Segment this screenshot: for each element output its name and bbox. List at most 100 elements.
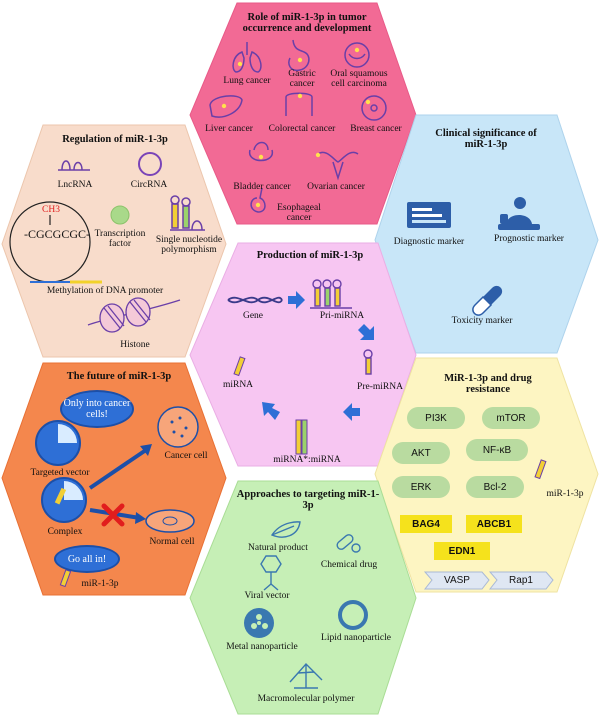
polymer-icon xyxy=(289,662,323,689)
drug-mirna-icon xyxy=(534,459,547,480)
toxicity-marker-icon xyxy=(472,285,503,316)
label-sequence: -CGCGCGC- xyxy=(24,227,91,241)
natural-product-icon xyxy=(270,521,301,538)
label-liver-cancer: Liver cancer xyxy=(205,124,253,134)
label-lung-cancer: Lung cancer xyxy=(223,76,271,86)
viral-vector-icon xyxy=(260,555,282,591)
pre-mirna-icon xyxy=(363,349,373,375)
label-methylation: Methylation of DNA promoter xyxy=(46,286,164,296)
label-lncrna: LncRNA xyxy=(57,180,93,190)
label-mirna: miRNA xyxy=(222,380,254,390)
regulation-title: Regulation of miR-1-3p xyxy=(62,134,168,145)
breast-icon xyxy=(361,95,387,121)
arrow-head-normal xyxy=(135,512,146,524)
label-transcription-factor: Transcription factor xyxy=(94,229,146,249)
diagnostic-marker-icon xyxy=(407,202,451,228)
production-title: Production of miR-1-3p xyxy=(256,250,364,261)
circrna-icon xyxy=(138,152,162,176)
mouth-icon xyxy=(344,42,370,68)
label-normal-cell: Normal cell xyxy=(149,537,195,547)
label-esophageal-cancer: Esophageal cancer xyxy=(277,203,321,223)
tumor-title: Role of miR-1-3p in tumor occurrence and… xyxy=(242,12,372,35)
transcription-factor-icon xyxy=(110,205,130,225)
label-ovarian-cancer: Ovarian cancer xyxy=(307,182,365,192)
liver-icon xyxy=(209,95,243,118)
label-future-mirna: miR-1-3p xyxy=(81,579,119,589)
vasp-arrow-shape xyxy=(423,571,490,590)
label-breast-cancer: Breast cancer xyxy=(350,124,402,134)
clinical-hexagon xyxy=(374,114,599,354)
metal-nanoparticle-icon xyxy=(244,608,274,638)
bubble-only-cancer: Only into cancer cells! xyxy=(60,390,134,428)
lncrna-icon xyxy=(58,160,90,171)
pill-pi3k: PI3K xyxy=(407,407,465,429)
pill-nfkb: NF-κB xyxy=(466,439,528,461)
tag-rap1: Rap1 xyxy=(509,575,533,586)
pill-bcl2: Bcl-2 xyxy=(466,476,524,498)
mature-mirna-icon xyxy=(233,356,246,377)
label-duplex: miRNA*:miRNA xyxy=(273,455,341,465)
pill-erk: ERK xyxy=(392,476,450,498)
tag-bag4: BAG4 xyxy=(400,515,452,533)
prognostic-marker-icon xyxy=(498,197,540,230)
pill-akt: AKT xyxy=(392,442,450,464)
normal-cell-icon xyxy=(145,509,195,533)
arrow-duplex-to-mirna xyxy=(262,402,280,420)
targeting-hexagon xyxy=(189,480,417,715)
pill-mtor: mTOR xyxy=(482,407,540,429)
label-toxicity-marker: Toxicity marker xyxy=(451,316,513,326)
label-bladder-cancer: Bladder cancer xyxy=(233,182,291,192)
label-metal-nanoparticle: Metal nanoparticle xyxy=(226,642,298,652)
arrow-gene-to-pri xyxy=(288,291,305,309)
arrow-head-cancer xyxy=(140,444,152,456)
dna-loop-icon xyxy=(9,201,102,284)
lipid-nanoparticle-icon xyxy=(338,600,368,630)
label-oral-cancer: Oral squamous cell carcinoma xyxy=(330,69,388,89)
label-ch3: CH3 xyxy=(42,205,60,215)
bladder-icon xyxy=(249,141,273,162)
tag-abcb1: ABCB1 xyxy=(466,515,522,533)
label-cancer-cell: Cancer cell xyxy=(164,451,208,461)
drug-title: MiR-1-3p and drug resistance xyxy=(444,373,532,396)
label-drug-mirna: miR-1-3p xyxy=(546,489,584,499)
duplex-icon xyxy=(295,419,308,455)
targeted-vector-icon xyxy=(35,420,81,466)
stomach-icon xyxy=(288,39,310,72)
snp-icon xyxy=(170,195,205,231)
pri-mirna-icon xyxy=(310,279,352,309)
label-pri-mirna: Pri-miRNA xyxy=(319,311,365,321)
label-chemical-drug: Chemical drug xyxy=(320,560,378,570)
rap1-arrow-shape xyxy=(488,571,554,590)
label-colorectal-cancer: Colorectal cancer xyxy=(268,124,336,134)
label-viral-vector: Viral vector xyxy=(244,591,290,601)
label-histone: Histone xyxy=(120,340,150,350)
label-natural-product: Natural product xyxy=(248,543,308,553)
cancer-cell-icon xyxy=(157,406,199,448)
regulation-hexagon xyxy=(1,124,227,358)
label-targeted-vector: Targeted vector xyxy=(30,468,90,478)
gene-icon xyxy=(227,296,283,304)
label-gene: Gene xyxy=(242,311,264,321)
label-complex: Complex xyxy=(47,527,83,537)
clinical-title: Clinical significance of miR-1-3p xyxy=(435,128,537,151)
colon-icon xyxy=(285,92,313,116)
label-macromolecular-polymer: Macromolecular polymer xyxy=(257,694,355,704)
targeting-title: Approaches to targeting miR-1-3p xyxy=(236,489,380,512)
histone-icon xyxy=(87,297,181,333)
ovary-icon xyxy=(315,151,359,181)
label-circrna: CircRNA xyxy=(130,180,168,190)
tag-edn1: EDN1 xyxy=(434,542,490,560)
label-gastric-cancer: Gastric cancer xyxy=(288,69,316,89)
bubble-go-all-in: Go all in! xyxy=(54,545,120,573)
complex-icon xyxy=(41,477,87,523)
esophagus-icon xyxy=(250,187,266,213)
arrow-pre-to-duplex xyxy=(343,403,360,421)
future-title: The future of miR-1-3p xyxy=(66,371,172,382)
label-snp: Single nucleotide polymorphism xyxy=(155,235,223,255)
label-pre-mirna: Pre-miRNA xyxy=(357,382,403,392)
label-prognostic-marker: Prognostic marker xyxy=(494,234,564,244)
label-diagnostic-marker: Diagnostic marker xyxy=(393,237,465,247)
arrow-pri-to-pre xyxy=(358,324,374,340)
